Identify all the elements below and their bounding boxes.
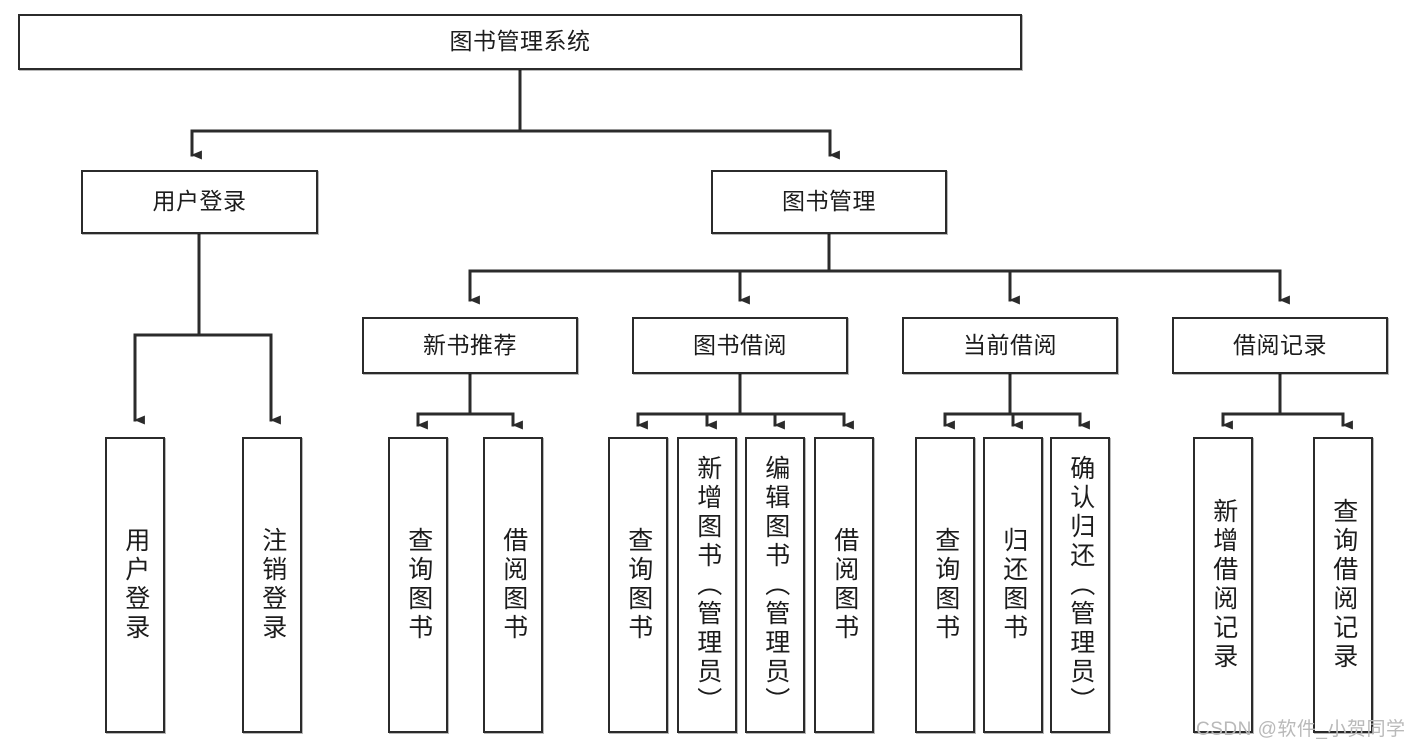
- node-label: 新书推荐: [423, 331, 517, 358]
- node-label: 用户登录: [152, 188, 247, 215]
- csdn-watermark: CSDN @软件_小贺同学: [1196, 719, 1405, 740]
- node-label: 查询图书: [931, 527, 960, 643]
- node-borrow-record[interactable]: 借阅记录: [1172, 317, 1388, 374]
- node-leaf-return-book[interactable]: 归还图书: [983, 437, 1043, 733]
- node-leaf-confirm-return[interactable]: 确认归还（管理员）: [1050, 437, 1110, 733]
- node-leaf-query-book-2[interactable]: 查询图书: [608, 437, 668, 733]
- node-label: 借阅图书: [499, 527, 528, 643]
- node-leaf-borrow-book-1[interactable]: 借阅图书: [483, 437, 543, 733]
- node-leaf-query-book-1[interactable]: 查询图书: [388, 437, 448, 733]
- node-label: 新增图书（管理员）: [693, 454, 722, 716]
- node-label: 查询图书: [624, 527, 653, 643]
- node-leaf-add-record[interactable]: 新增借阅记录: [1193, 437, 1253, 733]
- node-label: 归还图书: [999, 527, 1028, 643]
- node-label: 借阅图书: [830, 527, 859, 643]
- node-label: 借阅记录: [1233, 331, 1327, 358]
- node-user-login[interactable]: 用户登录: [81, 170, 318, 234]
- node-new-book-rec[interactable]: 新书推荐: [362, 317, 578, 374]
- node-label: 当前借阅: [963, 331, 1057, 358]
- node-leaf-borrow-book-2[interactable]: 借阅图书: [814, 437, 874, 733]
- node-label: 图书管理系统: [449, 28, 591, 55]
- node-leaf-edit-book[interactable]: 编辑图书（管理员）: [745, 437, 805, 733]
- node-label: 编辑图书（管理员）: [761, 454, 790, 716]
- node-book-manage[interactable]: 图书管理: [711, 170, 947, 234]
- node-root-system[interactable]: 图书管理系统: [18, 14, 1022, 70]
- node-label: 确认归还（管理员）: [1066, 454, 1095, 716]
- node-label: 用户登录: [121, 527, 150, 643]
- node-leaf-query-record[interactable]: 查询借阅记录: [1313, 437, 1373, 733]
- node-label: 注销登录: [258, 527, 287, 643]
- node-leaf-add-book[interactable]: 新增图书（管理员）: [677, 437, 737, 733]
- node-label: 图书管理: [782, 188, 876, 215]
- node-label: 查询图书: [404, 527, 433, 643]
- node-current-borrow[interactable]: 当前借阅: [902, 317, 1118, 374]
- node-leaf-query-book-3[interactable]: 查询图书: [915, 437, 975, 733]
- node-leaf-logout[interactable]: 注销登录: [242, 437, 302, 733]
- node-leaf-user-login[interactable]: 用户登录: [105, 437, 165, 733]
- node-label: 图书借阅: [693, 331, 787, 358]
- node-book-borrow[interactable]: 图书借阅: [632, 317, 848, 374]
- node-label: 新增借阅记录: [1209, 498, 1238, 672]
- node-label: 查询借阅记录: [1329, 498, 1358, 672]
